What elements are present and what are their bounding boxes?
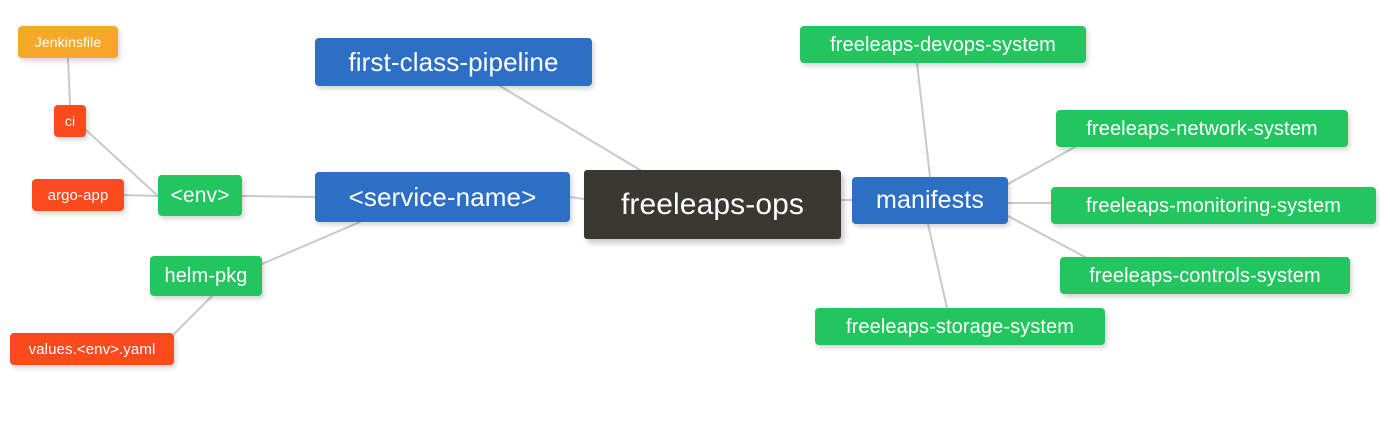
node-freeleaps-controls-system[interactable]: freeleaps-controls-system bbox=[1060, 257, 1350, 294]
node-jenkinsfile[interactable]: Jenkinsfile bbox=[18, 26, 118, 58]
edge-freeleaps-network-system-to-manifests bbox=[1007, 146, 1076, 185]
node-label: <service-name> bbox=[348, 182, 537, 212]
edge-helm-pkg-to-service-name bbox=[261, 221, 361, 265]
node-service-name[interactable]: <service-name> bbox=[315, 172, 570, 222]
edge-freeleaps-storage-system-to-manifests bbox=[927, 223, 948, 309]
node-helm-pkg[interactable]: helm-pkg bbox=[150, 256, 262, 296]
node-label: freeleaps-ops bbox=[620, 187, 805, 221]
node-argo-app[interactable]: argo-app bbox=[32, 179, 124, 211]
edge-argo-app-to-env bbox=[123, 194, 159, 197]
node-label: helm-pkg bbox=[164, 265, 248, 287]
edge-jenkinsfile-to-ci bbox=[67, 57, 71, 106]
node-label: freeleaps-storage-system bbox=[845, 315, 1075, 338]
node-manifests[interactable]: manifests bbox=[852, 177, 1008, 224]
node-values-yaml[interactable]: values.<env>.yaml bbox=[10, 333, 174, 365]
edge-freeleaps-devops-system-to-manifests bbox=[916, 62, 931, 178]
node-freeleaps-devops-system[interactable]: freeleaps-devops-system bbox=[800, 26, 1086, 63]
edge-first-class-pipeline-to-freeleaps-ops bbox=[499, 85, 641, 171]
node-label: values.<env>.yaml bbox=[28, 340, 156, 358]
node-freeleaps-monitoring-system[interactable]: freeleaps-monitoring-system bbox=[1051, 187, 1376, 224]
node-env[interactable]: <env> bbox=[158, 175, 242, 216]
node-label: freeleaps-monitoring-system bbox=[1085, 194, 1341, 217]
edge-service-name-to-freeleaps-ops bbox=[569, 196, 585, 200]
node-label: ci bbox=[64, 113, 76, 129]
node-label: Jenkinsfile bbox=[34, 34, 102, 50]
node-label: freeleaps-controls-system bbox=[1089, 264, 1321, 287]
node-ci[interactable]: ci bbox=[54, 105, 86, 137]
node-label: <env> bbox=[170, 184, 230, 207]
node-first-class-pipeline[interactable]: first-class-pipeline bbox=[315, 38, 592, 86]
node-label: argo-app bbox=[47, 186, 109, 204]
node-freeleaps-storage-system[interactable]: freeleaps-storage-system bbox=[815, 308, 1105, 345]
node-label: freeleaps-network-system bbox=[1086, 117, 1318, 140]
node-freeleaps-ops[interactable]: freeleaps-ops bbox=[584, 170, 841, 239]
node-freeleaps-network-system[interactable]: freeleaps-network-system bbox=[1056, 110, 1348, 147]
node-label: freeleaps-devops-system bbox=[830, 33, 1056, 56]
node-label: first-class-pipeline bbox=[348, 47, 559, 77]
edge-env-to-service-name bbox=[241, 195, 316, 198]
node-label: manifests bbox=[876, 186, 984, 214]
edge-values-yaml-to-helm-pkg bbox=[173, 295, 213, 335]
